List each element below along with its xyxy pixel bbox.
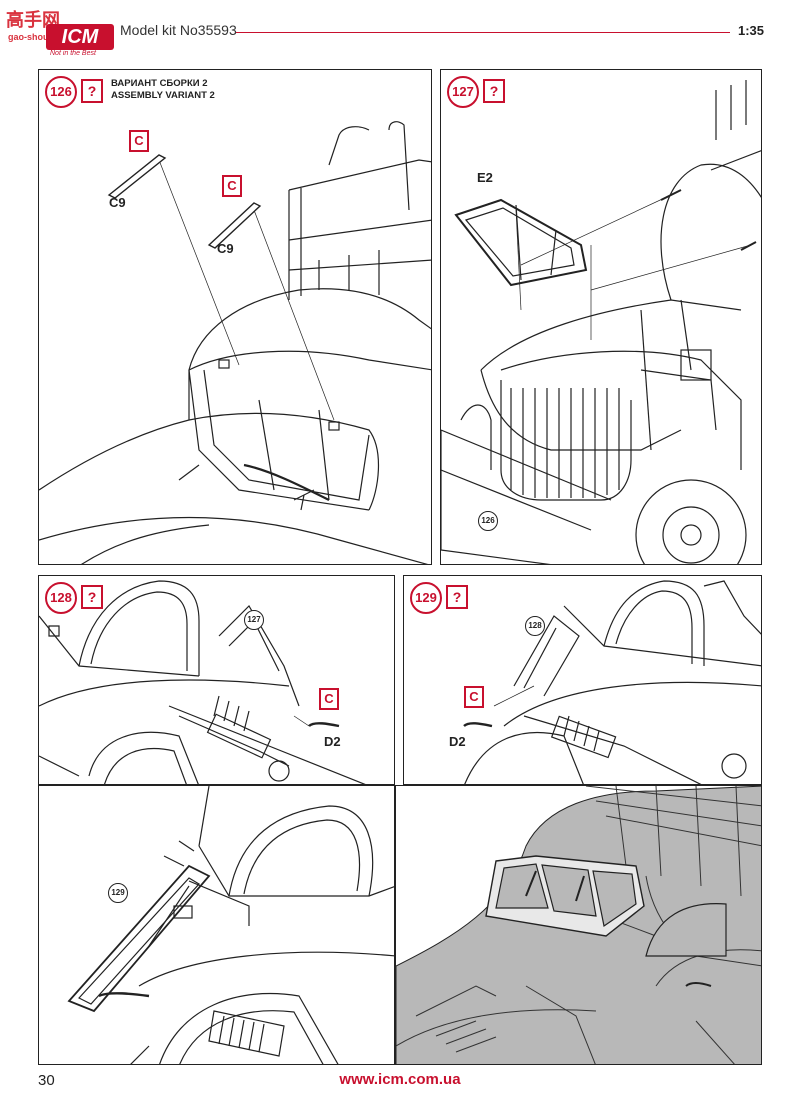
help-icon[interactable]: ? <box>81 585 103 609</box>
step-128-illustration <box>39 580 366 784</box>
result-shaded-illustration <box>396 786 761 1064</box>
step-126-panel: 126 ? ВАРИАНТ СБОРКИ 2 ASSEMBLY VARIANT … <box>38 69 432 565</box>
result-detail-panel: 129 <box>38 785 395 1065</box>
sprue-c-badge: C <box>129 130 149 152</box>
step-129-illustration <box>463 580 761 784</box>
step-126-illustration <box>39 121 431 564</box>
step-128-panel: 128 ? 127 C D2 <box>38 575 395 785</box>
header-rule <box>236 32 730 33</box>
sprue-c-badge: C <box>464 686 484 708</box>
step-reference-marker: 129 <box>108 883 128 903</box>
step-reference-marker: 127 <box>244 610 264 630</box>
step-reference-marker: 128 <box>525 616 545 636</box>
help-icon[interactable]: ? <box>483 79 505 103</box>
kit-title: Model kit No35593 <box>120 22 237 38</box>
kit-scale: 1:35 <box>737 23 764 38</box>
part-label-e2: E2 <box>477 170 493 185</box>
logo-slogan: Not in the Best <box>50 50 96 57</box>
page-header: 高手网 gao-shou.com ICM Not in the Best Mod… <box>0 0 800 60</box>
variant-label-en: ASSEMBLY VARIANT 2 <box>111 90 215 101</box>
part-label-d2: D2 <box>449 734 466 749</box>
step-127-panel: 127 ? E2 126 <box>440 69 762 565</box>
part-label-c9: C9 <box>109 195 126 210</box>
step-127-illustration <box>441 80 761 564</box>
step-number-badge: 127 <box>447 76 479 108</box>
result-detail-illustration <box>67 786 394 1064</box>
help-icon[interactable]: ? <box>81 79 103 103</box>
part-label-d2: D2 <box>324 734 341 749</box>
sprue-c-badge: C <box>319 688 339 710</box>
page-number: 30 <box>38 1072 55 1089</box>
icm-brand-logo: ICM <box>46 24 114 50</box>
step-reference-marker: 126 <box>478 511 498 531</box>
sprue-c-badge: C <box>222 175 242 197</box>
footer-website-link[interactable]: www.icm.com.ua <box>339 1071 461 1088</box>
step-number-badge: 126 <box>45 76 77 108</box>
part-label-c9: C9 <box>217 241 234 256</box>
assembly-variant-label: ВАРИАНТ СБОРКИ 2 ASSEMBLY VARIANT 2 <box>111 78 215 102</box>
site-logo[interactable]: 高手网 gao-shou.com ICM Not in the Best <box>6 6 114 58</box>
result-shaded-panel <box>395 785 762 1065</box>
logo-domain: gao-shou.com <box>8 32 70 42</box>
step-number-badge: 128 <box>45 582 77 614</box>
help-icon[interactable]: ? <box>446 585 468 609</box>
variant-label-ru: ВАРИАНТ СБОРКИ 2 <box>111 78 208 89</box>
step-number-badge: 129 <box>410 582 442 614</box>
step-129-panel: 129 ? 128 C D2 <box>403 575 762 785</box>
